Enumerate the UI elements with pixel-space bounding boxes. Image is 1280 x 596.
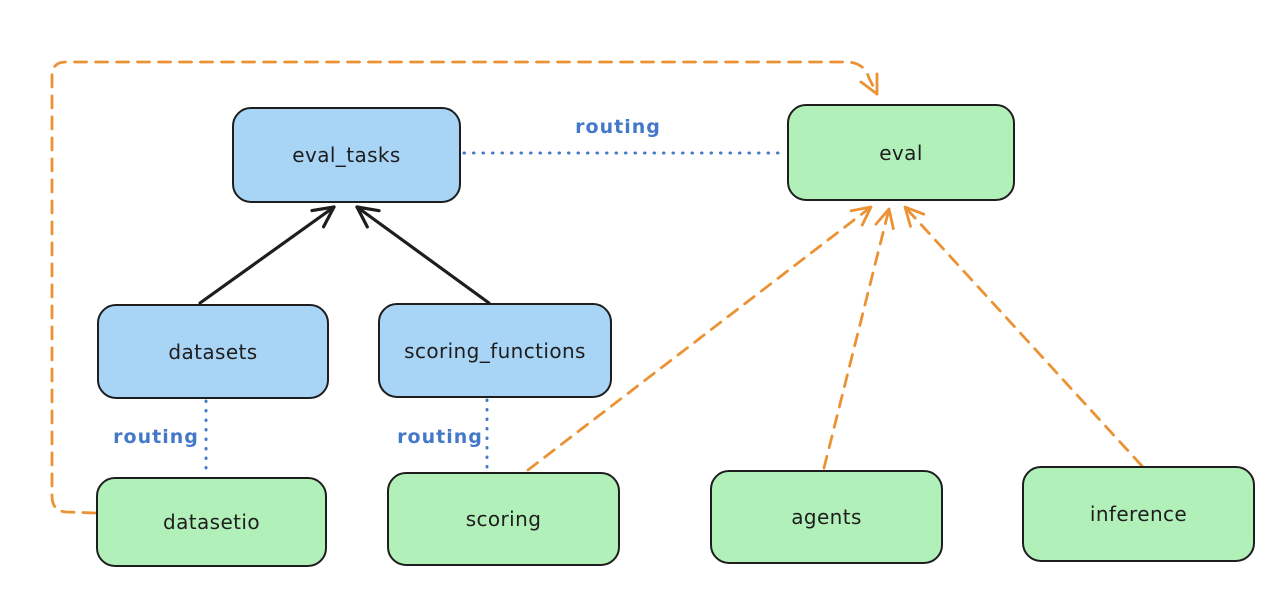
node-scoring-functions: scoring_functions: [378, 303, 612, 398]
node-datasetio: datasetio: [96, 477, 327, 567]
node-scoring-label: scoring: [465, 507, 542, 531]
edge-agents-to-eval: [822, 207, 895, 470]
node-inference: inference: [1022, 466, 1255, 562]
edge-scoring_functions-to-eval_tasks: [355, 205, 491, 305]
node-inference-label: inference: [1089, 502, 1188, 526]
node-agents: agents: [710, 470, 943, 564]
node-eval: eval: [787, 104, 1015, 201]
edge-datasetio-to-eval-loop: [50, 60, 879, 515]
routing-label-top: routing: [575, 116, 661, 138]
node-datasetio-label: datasetio: [162, 510, 260, 534]
node-datasets: datasets: [97, 304, 329, 399]
node-scoring: scoring: [387, 472, 620, 566]
routing-label-scoring: routing: [397, 426, 483, 448]
node-eval-tasks: eval_tasks: [232, 107, 461, 203]
node-datasets-label: datasets: [168, 339, 258, 364]
node-agents-label: agents: [791, 505, 862, 529]
routing-label-datasets: routing: [113, 426, 199, 448]
node-scoring-functions-label: scoring_functions: [404, 338, 586, 363]
edge-inference-to-eval: [903, 205, 1144, 468]
node-eval-tasks-label: eval_tasks: [292, 143, 401, 167]
edge-datasets-to-eval_tasks: [198, 205, 336, 305]
node-eval-label: eval: [879, 140, 923, 165]
edge-scoring-to-eval: [526, 205, 873, 472]
